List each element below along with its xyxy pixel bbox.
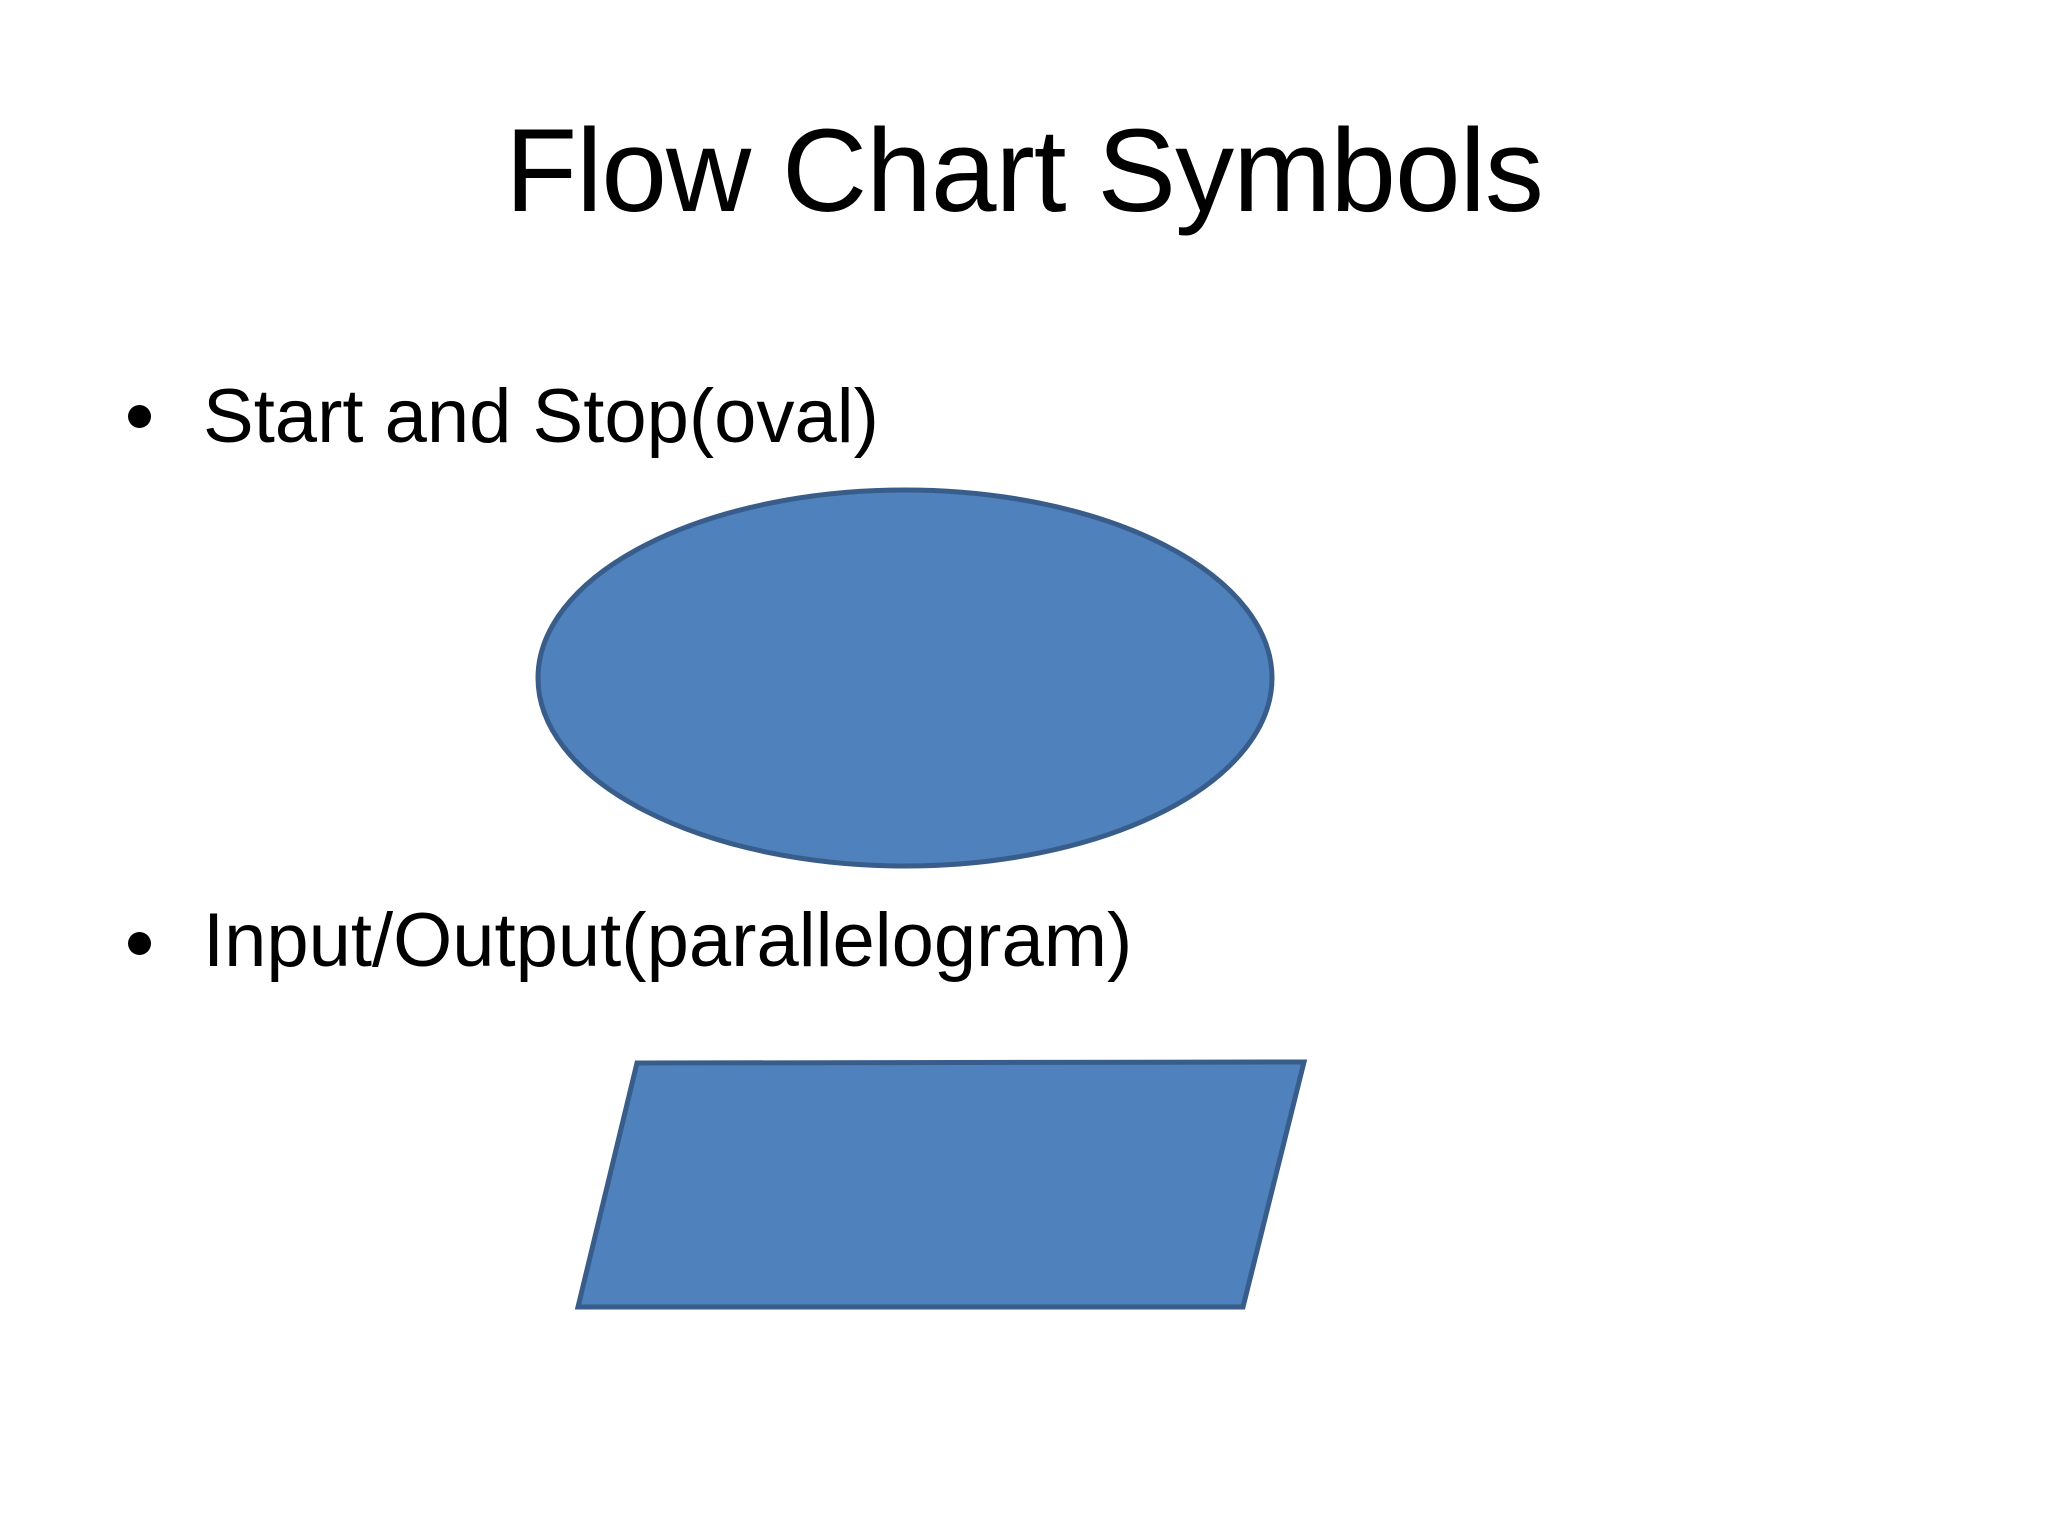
- oval-shape: [535, 487, 1275, 869]
- bullet-icon: [128, 932, 151, 955]
- bullet-label-start-stop: Start and Stop(oval): [203, 374, 879, 459]
- bullet-icon: [128, 405, 151, 428]
- oval: [535, 487, 1275, 869]
- bullet-label-input-output: Input/Output(parallelogram): [203, 898, 1133, 983]
- parallelogram: [574, 1059, 1308, 1310]
- parallelogram-shape: [574, 1059, 1308, 1310]
- slide-title: Flow Chart Symbols: [505, 105, 1544, 237]
